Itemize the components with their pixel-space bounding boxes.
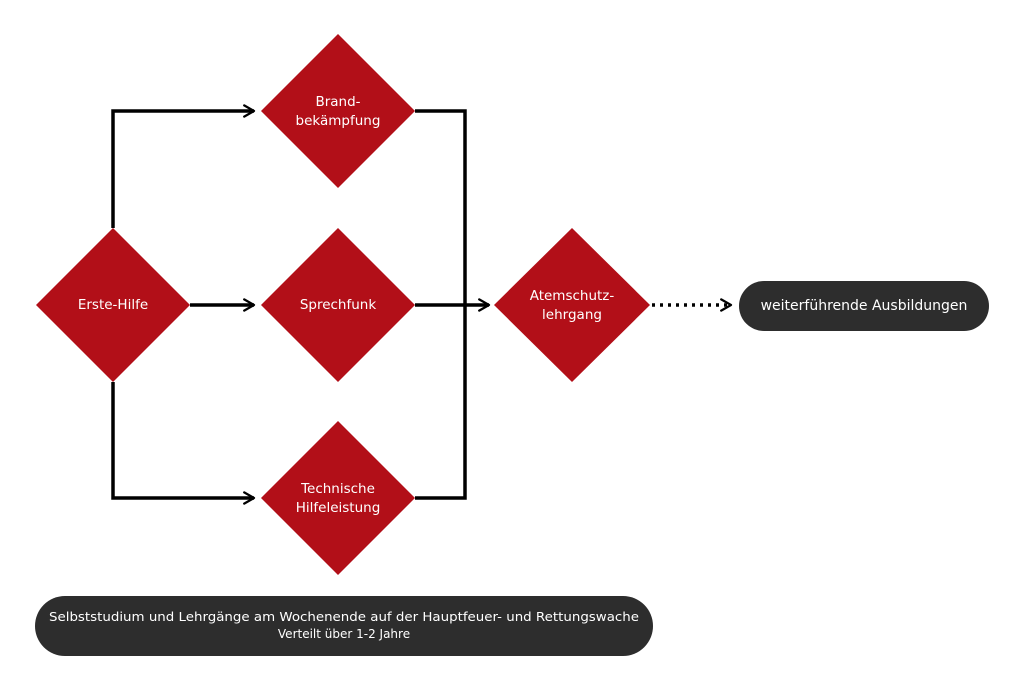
node-sprechfunk: Sprechfunk [261,228,415,382]
node-brandbekaempfung: Brand- bekämpfung [261,34,415,188]
footer-note-line1: Selbststudium und Lehrgänge am Wochenend… [49,610,639,624]
edge-erste-hilfe-to-technische [111,382,256,505]
label-sprechfunk: Sprechfunk [300,297,377,313]
edge-erste-hilfe-to-brand [111,104,256,228]
diamond-erste-hilfe [36,228,190,382]
node-weiterfuehrende-ausbildungen: weiterführende Ausbildungen [739,281,989,331]
diamond-sprechfunk [261,228,415,382]
pill-weiterfuehrende-ausbildungen [739,281,989,331]
connectors [111,104,733,505]
label-atemschutz-line1: Atemschutz- [530,288,615,304]
pill-footer-note [35,596,653,656]
label-weiterfuehrende-ausbildungen: weiterführende Ausbildungen [761,298,968,314]
label-brand-line2: bekämpfung [296,113,381,129]
node-atemschutzlehrgang: Atemschutz- lehrgang [494,228,650,382]
label-technische-line2: Hilfeleistung [296,500,381,516]
footer-note: Selbststudium und Lehrgänge am Wochenend… [35,596,653,656]
diamond-atemschutzlehrgang [494,228,650,382]
diamond-brandbekaempfung [261,34,415,188]
label-atemschutz-line2: lehrgang [542,307,602,323]
node-technische-hilfeleistung: Technische Hilfeleistung [261,421,415,575]
label-technische-line1: Technische [300,481,375,497]
label-erste-hilfe: Erste-Hilfe [78,297,148,313]
footer-note-line2: Verteilt über 1-2 Jahre [278,627,410,641]
node-erste-hilfe: Erste-Hilfe [36,228,190,382]
diamond-technische-hilfeleistung [261,421,415,575]
label-brand-line1: Brand- [315,94,360,110]
